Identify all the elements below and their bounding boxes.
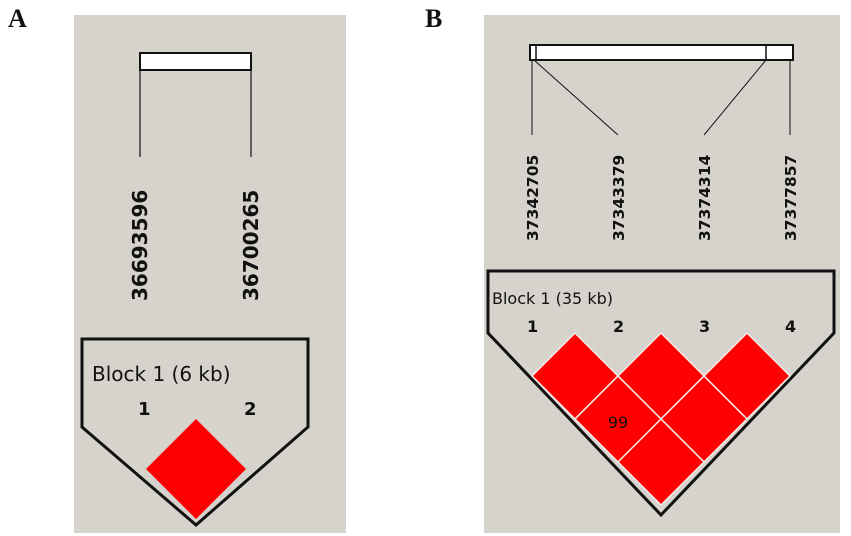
- marker-number-2: 2: [613, 317, 624, 336]
- ld-plot-b: 37342705 37343379 37374314 37377857 Bloc…: [486, 44, 836, 518]
- marker-number-2: 2: [244, 399, 257, 420]
- marker-position-2: 36700265: [239, 190, 263, 301]
- marker-connector-2: [533, 59, 619, 136]
- marker-number-1: 1: [138, 399, 151, 420]
- ld-value-1-3: 99: [608, 413, 628, 432]
- marker-number-3: 3: [699, 317, 710, 336]
- marker-connector-3: [703, 59, 767, 136]
- marker-number-1: 1: [527, 317, 538, 336]
- marker-position-2: 37343379: [610, 155, 628, 241]
- block-label: Block 1 (6 kb): [92, 362, 231, 386]
- chromosome-segment: [529, 44, 794, 61]
- block-label: Block 1 (35 kb): [492, 289, 613, 308]
- panel-b-label: B: [425, 4, 443, 33]
- ld-plot-a: 36693596 36700265 Block 1 (6 kb) 1 2: [80, 52, 310, 527]
- ld-cell-1-2: [146, 419, 246, 519]
- marker-position-4: 37377857: [782, 155, 800, 241]
- haplotype-block-outline: [80, 337, 310, 527]
- ld-plot-panel-b: 37342705 37343379 37374314 37377857 Bloc…: [484, 15, 840, 533]
- marker-position-1: 37342705: [524, 155, 542, 241]
- ld-plot-panel-a: 36693596 36700265 Block 1 (6 kb) 1 2: [74, 15, 346, 533]
- ld-cell-1-4: [616, 417, 706, 507]
- panel-a-label: A: [8, 4, 27, 33]
- marker-number-4: 4: [785, 317, 796, 336]
- marker-position-3: 37374314: [696, 155, 714, 241]
- haplotype-block-outline: [486, 269, 836, 518]
- chromosome-segment: [139, 52, 252, 71]
- marker-position-1: 36693596: [128, 190, 152, 301]
